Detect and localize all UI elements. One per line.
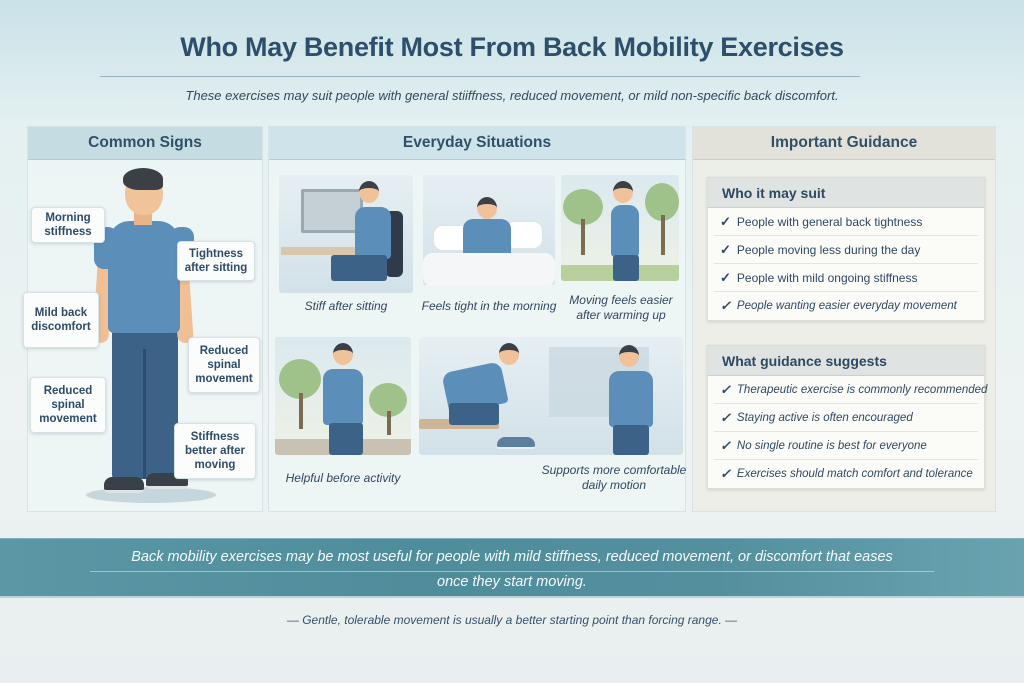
page-subtitle: These exercises may suit people with gen… (185, 88, 839, 103)
list-item: ✓Exercises should match comfort and tole… (720, 466, 973, 481)
callout-reduced-spinal-movement-left: Reduced spinal movement (30, 377, 106, 433)
tying-shoe-and-standing-illustration (419, 337, 683, 455)
list-item: ✓People with general back tightness (714, 208, 978, 236)
banner-line-1: Back mobility exercises may be most usef… (131, 549, 893, 565)
caption-stiff-after-sitting: Stiff after sitting (304, 299, 388, 313)
who-it-may-suit-heading: Who it may suit (708, 178, 984, 208)
list-item: ✓People moving less during the day (714, 236, 978, 264)
callout-tightness-after-sitting: Tightness after sitting (177, 241, 255, 281)
bed-stretch-illustration (423, 175, 555, 285)
everyday-situations-panel: Everyday Situations Stiff after sitting … (268, 126, 686, 512)
caption-feels-tight-in-the-morning: Feels tight in the morning (421, 299, 557, 313)
walking-park-illustration (561, 175, 679, 281)
checkmark-icon: ✓ (720, 213, 731, 229)
list-item: ✓People wanting easier everyday movement (720, 298, 957, 313)
standing-man-illustration (86, 168, 216, 511)
what-guidance-suggests-heading: What guidance suggests (708, 346, 984, 376)
everyday-situations-heading: Everyday Situations (269, 127, 685, 160)
page-title: Who May Benefit Most From Back Mobility … (180, 32, 844, 62)
callout-stiffness-better-after-moving: Stiffness better after moving (174, 423, 256, 479)
footnote: — Gentle, tolerable movement is usually … (286, 613, 738, 627)
banner-divider (90, 571, 934, 572)
banner-line-2: once they start moving. (437, 574, 587, 590)
list-item: ✓No single routine is best for everyone (714, 432, 978, 460)
important-guidance-heading: Important Guidance (693, 127, 995, 160)
what-guidance-suggests-box: What guidance suggests ✓Therapeutic exer… (707, 345, 987, 489)
callout-mild-back-discomfort: Mild back discomfort (23, 292, 99, 348)
list-item: ✓Staying active is often encouraged (714, 404, 978, 432)
callout-morning-stiffness: Morning stiffness (31, 207, 105, 243)
checkmark-icon: ✓ (720, 241, 731, 257)
list-item: ✓People with mild ongoing stiffness (714, 264, 978, 292)
callout-reduced-spinal-movement-right: Reduced spinal movement (188, 337, 260, 393)
shoe-icon (104, 477, 144, 493)
caption-helpful-before-activity: Helpful before activity (285, 471, 401, 485)
caption-supports-comfortable-daily-motion: Supports more comfortable daily motion (541, 463, 687, 492)
checkmark-icon: ✓ (720, 381, 731, 397)
common-signs-panel: Common Signs Morning stiffness Tightness… (23, 126, 263, 512)
checkmark-icon: ✓ (720, 437, 731, 453)
shoe-icon (497, 437, 535, 449)
title-divider (100, 76, 860, 77)
jogging-illustration (275, 337, 411, 455)
checkmark-icon: ✓ (720, 466, 731, 481)
checkmark-icon: ✓ (720, 409, 731, 425)
who-it-may-suit-box: Who it may suit ✓People with general bac… (707, 177, 985, 321)
list-item: ✓Therapeutic exercise is commonly recomm… (714, 376, 987, 404)
important-guidance-panel: Important Guidance Who it may suit ✓Peop… (692, 126, 996, 512)
common-signs-heading: Common Signs (28, 127, 262, 160)
summary-banner: Back mobility exercises may be most usef… (0, 538, 1024, 598)
caption-moving-feels-easier: Moving feels easier after warming up (569, 293, 673, 322)
checkmark-icon: ✓ (720, 269, 731, 285)
desk-sitting-illustration (279, 175, 413, 293)
checkmark-icon: ✓ (720, 298, 731, 313)
